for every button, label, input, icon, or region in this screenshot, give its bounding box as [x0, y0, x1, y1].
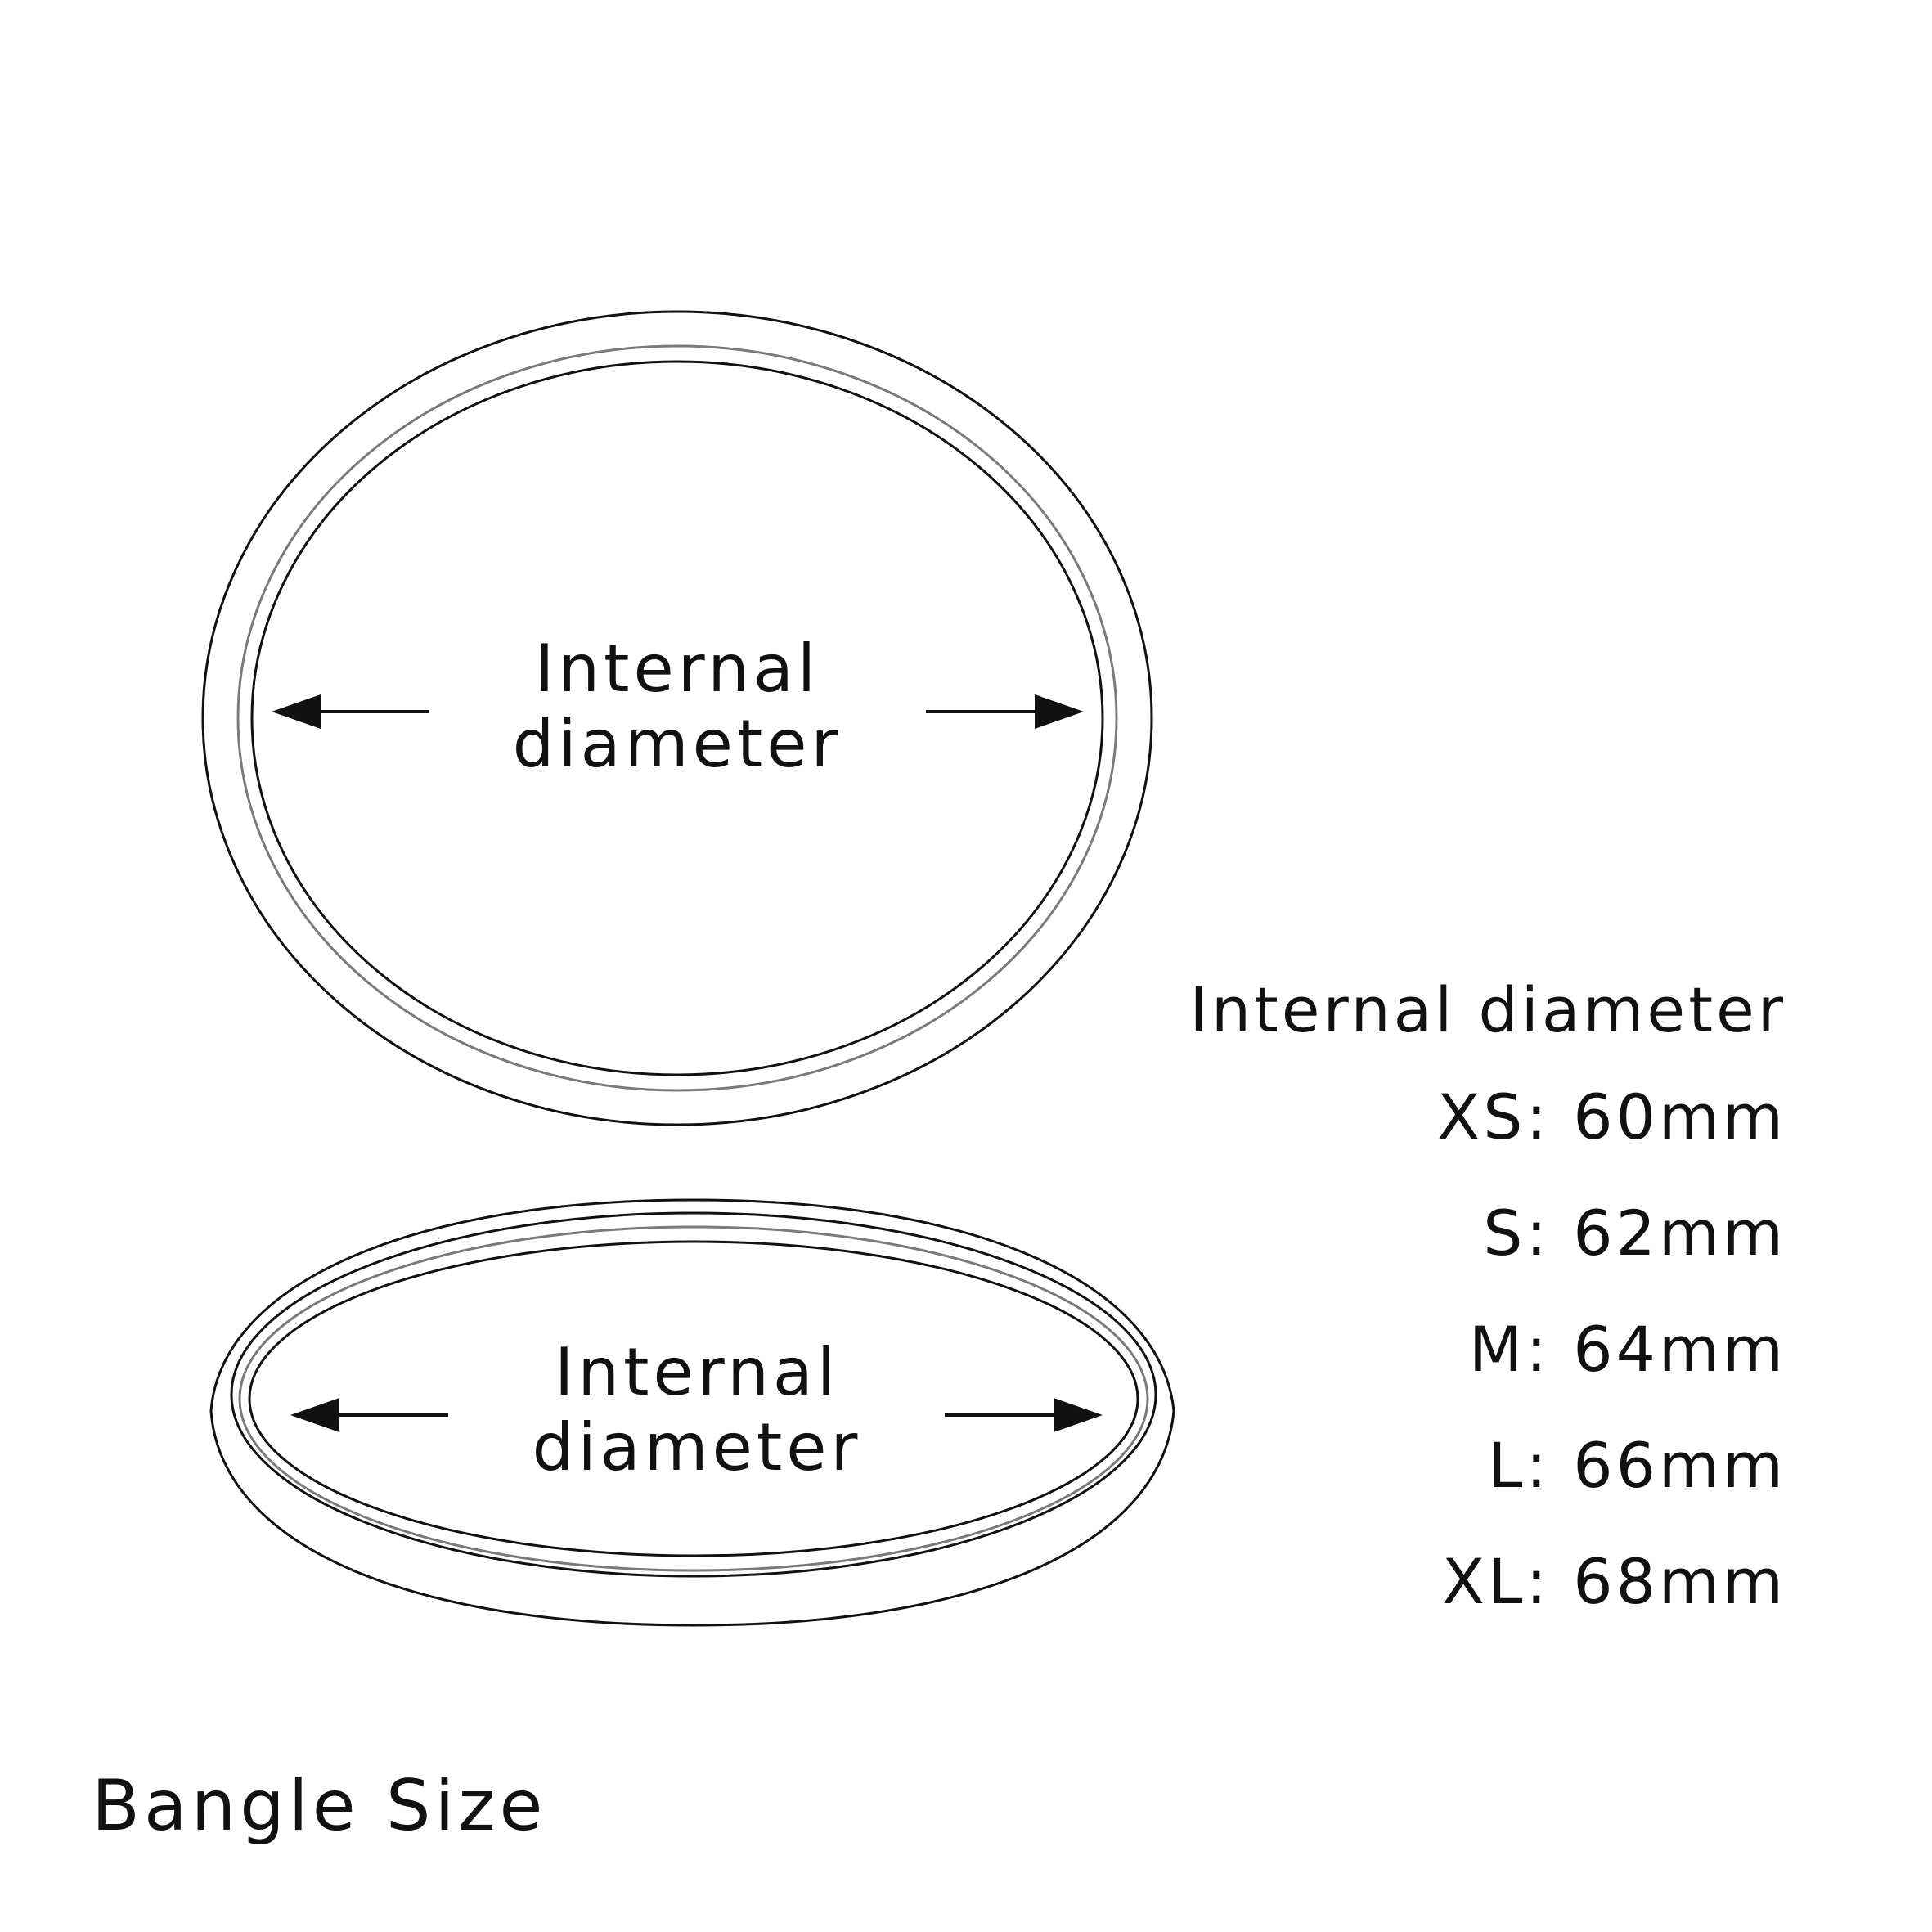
size-table: Internal diameter XS: 60mm S: 62mm M: 64…: [1189, 961, 1786, 1640]
size-row-l: L: 66mm: [1488, 1429, 1786, 1502]
top-ring: [201, 310, 1153, 1126]
bottom-left-arrow: [290, 1398, 448, 1432]
top-ring-label-line2: diameter: [513, 706, 842, 782]
top-ring-inner-edge: [250, 360, 1104, 1076]
bottom-ring-outer-edge: [209, 1198, 1175, 1627]
size-row-xl: XL: 68mm: [1442, 1545, 1786, 1618]
bottom-ring-label-line2: diameter: [532, 1409, 862, 1485]
size-row-s: S: 62mm: [1483, 1197, 1786, 1269]
top-left-arrow: [272, 694, 429, 729]
bottom-ring-label-line1: Internal: [555, 1334, 839, 1410]
size-row-xs: XS: 60mm: [1437, 1081, 1786, 1153]
bottom-ring-middle-edge: [238, 1225, 1149, 1572]
top-ring-label-line1: Internal: [535, 631, 820, 707]
top-right-arrow: [926, 694, 1084, 729]
top-ring-middle-edge: [236, 344, 1118, 1092]
bottom-ring-top-rim: [230, 1211, 1157, 1578]
bottom-right-arrow: [945, 1398, 1103, 1432]
page-title: Bangle Size: [92, 1765, 547, 1847]
size-table-heading: Internal diameter: [1189, 973, 1786, 1046]
size-row-m: M: 64mm: [1468, 1313, 1786, 1386]
top-ring-outer-edge: [201, 310, 1153, 1126]
bottom-ring: [209, 1198, 1175, 1627]
bottom-ring-inner-edge: [248, 1240, 1139, 1557]
